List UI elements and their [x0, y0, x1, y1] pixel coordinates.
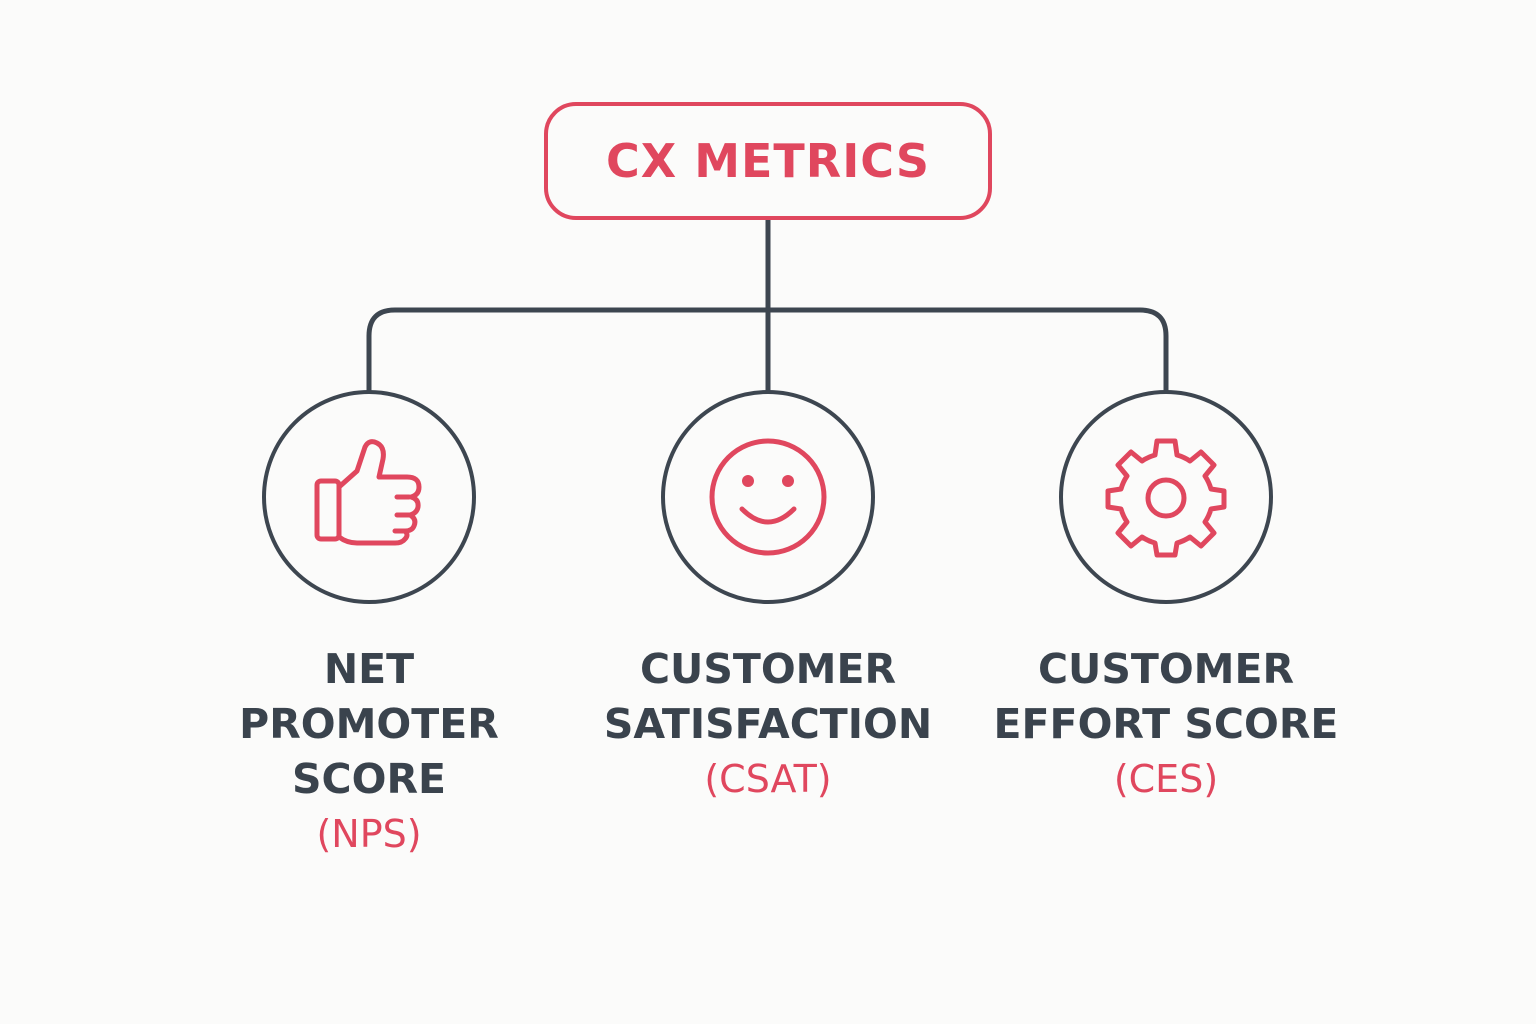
node-label-line: SCORE — [291, 755, 447, 803]
node-label-ces: CUSTOMER EFFORT SCORE (CES) — [976, 642, 1356, 807]
node-label-line: CUSTOMER — [1037, 645, 1295, 693]
node-label-csat: CUSTOMER SATISFACTION (CSAT) — [578, 642, 958, 807]
node-label-nps: NET PROMOTER SCORE (NPS) — [179, 642, 559, 862]
node-circle-ces — [1059, 390, 1273, 604]
smiley-face-icon — [709, 438, 827, 556]
root-title: CX METRICS — [605, 134, 931, 188]
connector-branch — [366, 307, 1169, 393]
node-label-line: SATISFACTION — [603, 700, 933, 748]
node-label-line: EFFORT SCORE — [993, 700, 1339, 748]
node-label-line: CUSTOMER — [639, 645, 897, 693]
root-node: CX METRICS — [544, 102, 992, 220]
node-label-line: PROMOTER — [239, 700, 499, 748]
node-abbr-csat: (CSAT) — [704, 757, 832, 801]
node-abbr-ces: (CES) — [1113, 757, 1219, 801]
node-circle-nps — [262, 390, 476, 604]
node-label-line: NET — [323, 645, 415, 693]
gear-icon — [1105, 438, 1227, 558]
node-circle-csat — [661, 390, 875, 604]
node-abbr-nps: (NPS) — [316, 812, 422, 856]
thumbs-up-icon — [314, 439, 422, 546]
